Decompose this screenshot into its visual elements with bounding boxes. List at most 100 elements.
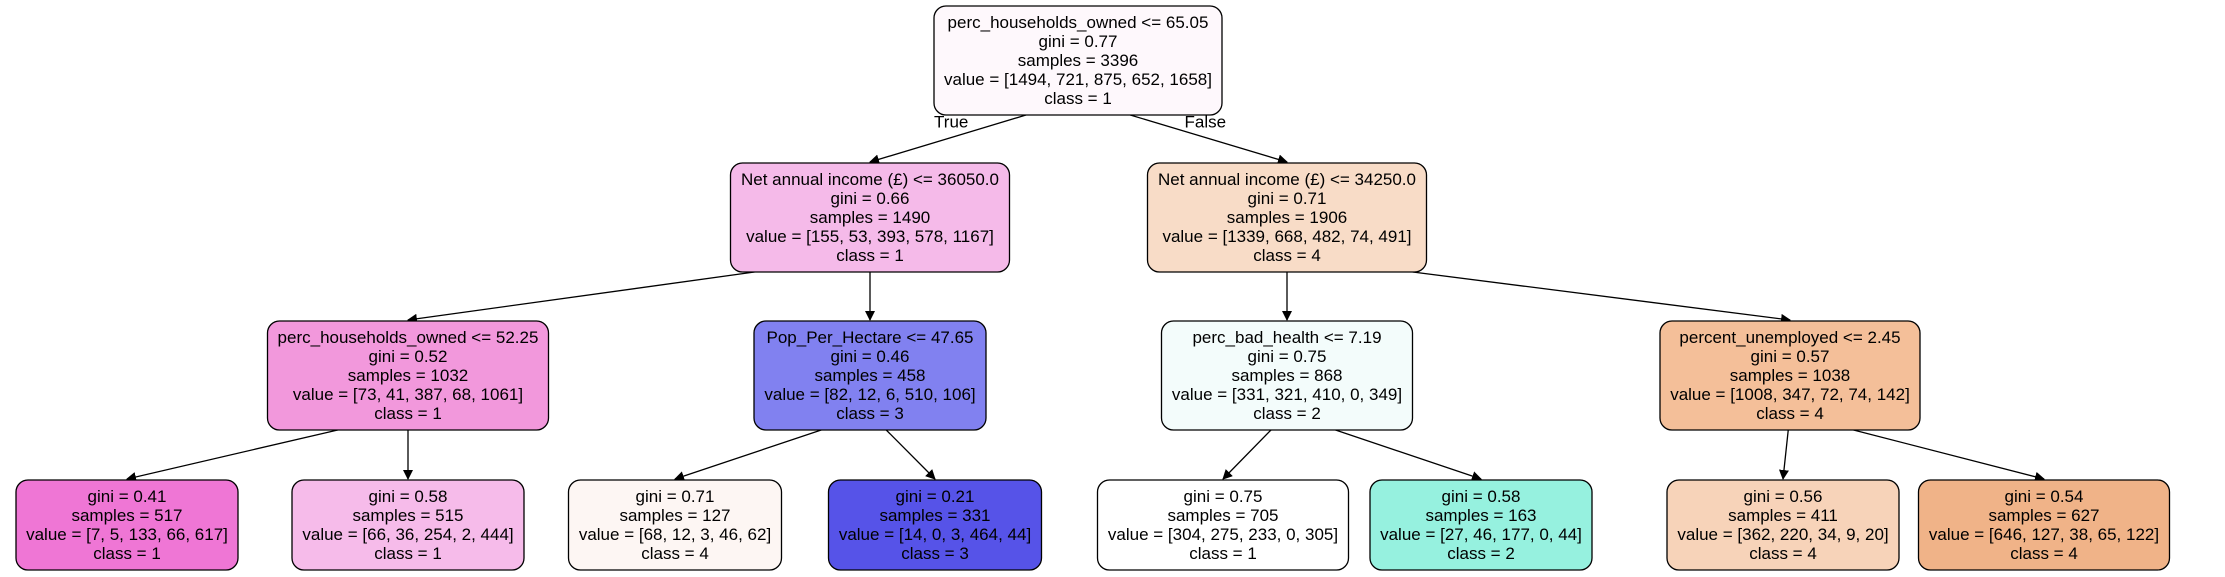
node-line: class = 1 [374,404,442,423]
node-line: samples = 127 [619,506,730,525]
tree-edge [674,429,822,481]
node-line: class = 4 [1253,246,1321,265]
node-line: class = 1 [836,246,904,265]
node-line: value = [82, 12, 6, 510, 106] [764,385,975,404]
node-box [827,479,1043,571]
node-line: samples = 705 [1167,506,1278,525]
tree-edge [1853,429,2045,482]
node-line: class = 4 [2010,544,2078,563]
tree-edge [1222,429,1272,480]
node-line: gini = 0.75 [1248,347,1327,366]
node-box [1659,320,1921,431]
node-line: gini = 0.71 [636,487,715,506]
tree-edge [1130,114,1288,165]
node-line: value = [1494, 721, 875, 652, 1658] [944,70,1212,89]
node-line: samples = 1032 [348,366,469,385]
node-line: value = [362, 220, 34, 9, 20] [1677,525,1888,544]
node-line: gini = 0.57 [1751,347,1830,366]
tree-edge [126,429,338,482]
node-line: samples = 1038 [1730,366,1851,385]
node-line: value = [68, 12, 3, 46, 62] [579,525,771,544]
node-line: gini = 0.52 [369,347,448,366]
node-line: class = 4 [641,544,709,563]
node-box [1666,479,1900,571]
node-line: Net annual income (£) <= 36050.0 [741,170,999,189]
node-line: samples = 868 [1231,366,1342,385]
node-line: class = 3 [901,544,969,563]
node-line: value = [7, 5, 133, 66, 617] [26,525,228,544]
edge-label: False [1184,112,1226,131]
edge-label: True [934,112,968,131]
node-line: gini = 0.41 [88,487,167,506]
node-line: class = 1 [1189,544,1257,563]
node-line: value = [14, 0, 3, 464, 44] [839,525,1031,544]
node-line: class = 2 [1253,404,1321,423]
node-box [291,479,525,571]
node-box [1369,479,1593,571]
tree-edge [869,114,1027,165]
node-line: perc_households_owned <= 65.05 [948,13,1209,32]
node-line: samples = 411 [1728,506,1838,525]
node-line: value = [304, 275, 233, 0, 305] [1108,525,1338,544]
node-line: samples = 627 [1988,506,2099,525]
node-line: samples = 3396 [1018,51,1139,70]
node-line: Pop_Per_Hectare <= 47.65 [767,328,974,347]
node-line: gini = 0.58 [1442,487,1521,506]
node-line: percent_unemployed <= 2.45 [1679,328,1900,347]
tree-edge [1412,271,1791,324]
node-box [933,5,1223,116]
node-box [567,479,783,571]
node-line: gini = 0.71 [1248,189,1327,208]
node-box [1917,479,2171,571]
node-line: gini = 0.56 [1744,487,1823,506]
node-line: perc_households_owned <= 52.25 [278,328,539,347]
node-line: gini = 0.75 [1184,487,1263,506]
node-line: gini = 0.58 [369,487,448,506]
node-line: class = 4 [1749,544,1817,563]
node-box [1146,162,1428,273]
node-box [753,320,987,431]
node-line: samples = 331 [879,506,990,525]
node-line: class = 3 [836,404,904,423]
node-line: gini = 0.66 [831,189,910,208]
node-line: value = [646, 127, 38, 65, 122] [1929,525,2159,544]
node-line: samples = 517 [71,506,182,525]
node-line: value = [155, 53, 393, 578, 1167] [746,227,994,246]
node-box [1160,320,1414,431]
node-line: perc_bad_health <= 7.19 [1192,328,1381,347]
node-line: samples = 163 [1425,506,1536,525]
tree-edge [407,271,755,324]
node-box [1096,479,1350,571]
node-line: gini = 0.54 [2005,487,2084,506]
node-box [15,479,239,571]
node-line: value = [73, 41, 387, 68, 1061] [293,385,523,404]
node-line: Net annual income (£) <= 34250.0 [1158,170,1416,189]
node-box [729,162,1011,273]
node-line: value = [27, 46, 177, 0, 44] [1380,525,1582,544]
node-line: class = 1 [374,544,442,563]
node-line: samples = 515 [352,506,463,525]
node-line: class = 2 [1447,544,1515,563]
node-line: gini = 0.21 [896,487,975,506]
node-line: gini = 0.77 [1039,32,1118,51]
tree-edge [1778,429,1789,480]
node-line: value = [1008, 347, 72, 74, 142] [1670,385,1910,404]
node-box [266,320,550,431]
node-line: samples = 1490 [810,208,931,227]
node-line: value = [66, 36, 254, 2, 444] [302,525,513,544]
